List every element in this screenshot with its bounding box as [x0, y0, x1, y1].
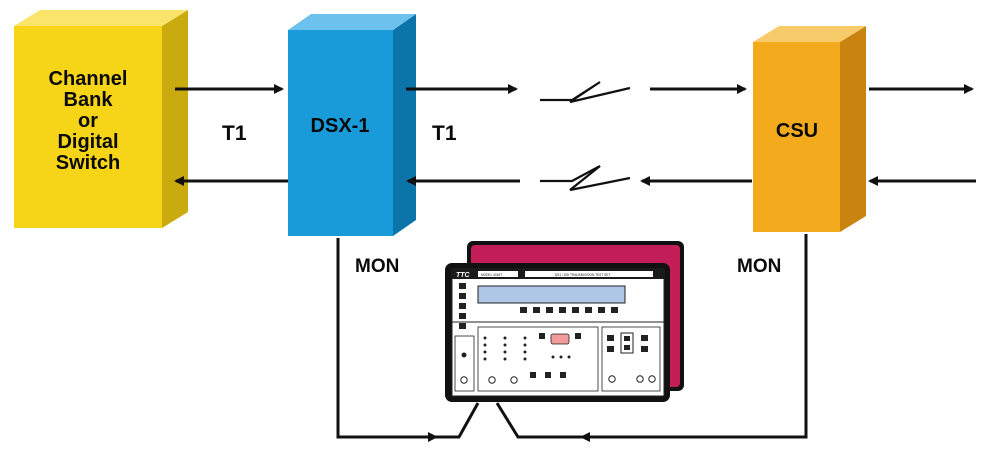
- t1-left-label: T1: [222, 122, 247, 145]
- channel-bank-line-1: Channel: [49, 68, 128, 90]
- test-set-center-keys: [530, 333, 581, 378]
- test-set-left-panel: [454, 335, 475, 392]
- test-set-title: DS1 / DSI TRANSMISSION TEST SET: [555, 273, 610, 277]
- test-set-title-box: [525, 271, 653, 277]
- dsx1-label: DSX-1: [311, 115, 370, 137]
- test-set-right-keys: [607, 332, 648, 354]
- dsx1-box: DSX-1: [288, 14, 416, 236]
- channel-bank-face: [14, 26, 162, 228]
- test-set: TTC MODEL 4018T DS1 / DSI TRANSMISSION T…: [445, 241, 684, 402]
- test-set-jack-1: [488, 376, 496, 384]
- csu-label: CSU: [776, 120, 818, 142]
- csu-box: CSU: [753, 26, 866, 232]
- dsx1-face: [288, 30, 393, 236]
- test-set-jack-4: [636, 375, 644, 383]
- channel-bank-line-2: Bank: [64, 89, 114, 111]
- transmit-path: [175, 81, 974, 104]
- test-set-model-box: [478, 271, 518, 277]
- span-break-bottom-icon: [540, 165, 631, 192]
- test-set-model-label: MODEL 4018T: [481, 273, 502, 277]
- t1-right-label: T1: [432, 122, 457, 145]
- test-set-indicator: [550, 333, 570, 345]
- mon-lead-right-plug: [495, 402, 582, 439]
- mon-lead-right: [582, 234, 808, 439]
- test-set-center-panel: [477, 326, 599, 392]
- channel-bank-line-5: Switch: [56, 152, 120, 174]
- test-set-jack-2: [510, 376, 518, 384]
- span-break-top-icon: [540, 81, 631, 104]
- mon-lead-left: [336, 238, 437, 439]
- test-set-jack-5: [648, 375, 656, 383]
- channel-bank-line-3: or: [78, 110, 98, 132]
- receive-path: [174, 165, 976, 192]
- test-set-led-grid: [483, 336, 527, 361]
- channel-bank-line-4: Digital: [57, 131, 118, 153]
- test-set-right-panel: [601, 326, 661, 392]
- test-set-display: [477, 285, 626, 304]
- channel-bank-box: Channel Bank or Digital Switch: [14, 10, 188, 228]
- test-set-brand: TTC: [456, 272, 471, 279]
- test-set-left-keys: [459, 283, 466, 329]
- csu-face: [753, 42, 840, 232]
- monitor-leads: [336, 234, 808, 442]
- mon-lead-left-plug: [437, 402, 480, 439]
- test-set-soft-keys: [520, 307, 618, 313]
- test-set-jack-3: [608, 375, 616, 383]
- mon-left-label: MON: [355, 256, 399, 277]
- mon-right-label: MON: [737, 256, 781, 277]
